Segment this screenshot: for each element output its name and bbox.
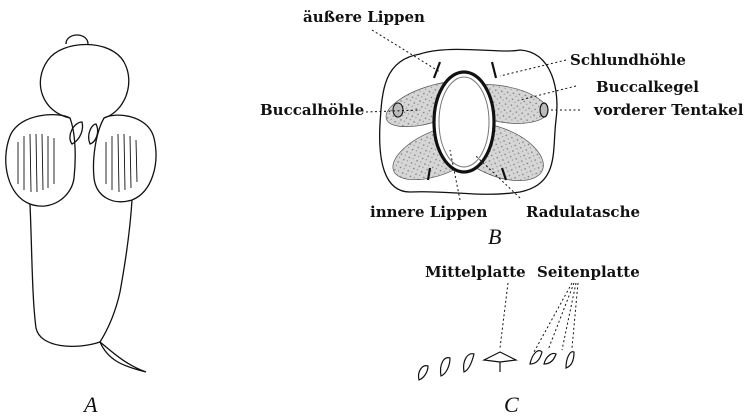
lateral-tooth-2 xyxy=(441,358,450,376)
label-inner-lips: innere Lippen xyxy=(370,205,487,220)
lateral-tooth-6 xyxy=(566,352,574,368)
left-lobe xyxy=(6,115,75,206)
panel-b-drawing xyxy=(366,30,580,200)
outer-lip-ring xyxy=(434,72,494,172)
lateral-tooth-1 xyxy=(419,366,428,380)
label-buccal-cavity: Buccalhöhle xyxy=(260,103,364,118)
label-radula-sac: Radulatasche xyxy=(526,205,640,220)
panel-c-drawing xyxy=(419,283,578,380)
right-lobe-striations xyxy=(106,134,137,192)
label-anterior-tentacle: vorderer Tentakel xyxy=(594,103,743,118)
label-middle-plate: Mittelplatte xyxy=(425,265,526,280)
lateral-tooth-3 xyxy=(464,354,474,372)
head-outline xyxy=(40,45,128,119)
middle-plate-tooth xyxy=(484,352,516,362)
panel-c-leaders xyxy=(500,283,578,352)
body-right-side xyxy=(100,200,132,342)
left-tentacle-knob xyxy=(393,103,403,117)
label-side-plate: Seitenplatte xyxy=(537,265,640,280)
lateral-tooth-5 xyxy=(544,353,556,364)
body-outline xyxy=(30,204,146,372)
panel-letter-b: B xyxy=(488,226,501,248)
anterior-tentacle xyxy=(540,103,548,117)
panel-a-drawing xyxy=(6,35,156,372)
label-pharynx: Schlundhöhle xyxy=(570,53,686,68)
leader-pharynx xyxy=(500,60,566,76)
panel-letter-a: A xyxy=(84,394,97,416)
label-outer-lips: äußere Lippen xyxy=(303,10,425,25)
snout-knob xyxy=(66,35,88,44)
panel-letter-c: C xyxy=(504,394,519,416)
left-lobe-striations xyxy=(18,134,54,192)
lateral-tooth-4 xyxy=(530,351,542,364)
label-buccal-cone: Buccalkegel xyxy=(596,80,699,95)
